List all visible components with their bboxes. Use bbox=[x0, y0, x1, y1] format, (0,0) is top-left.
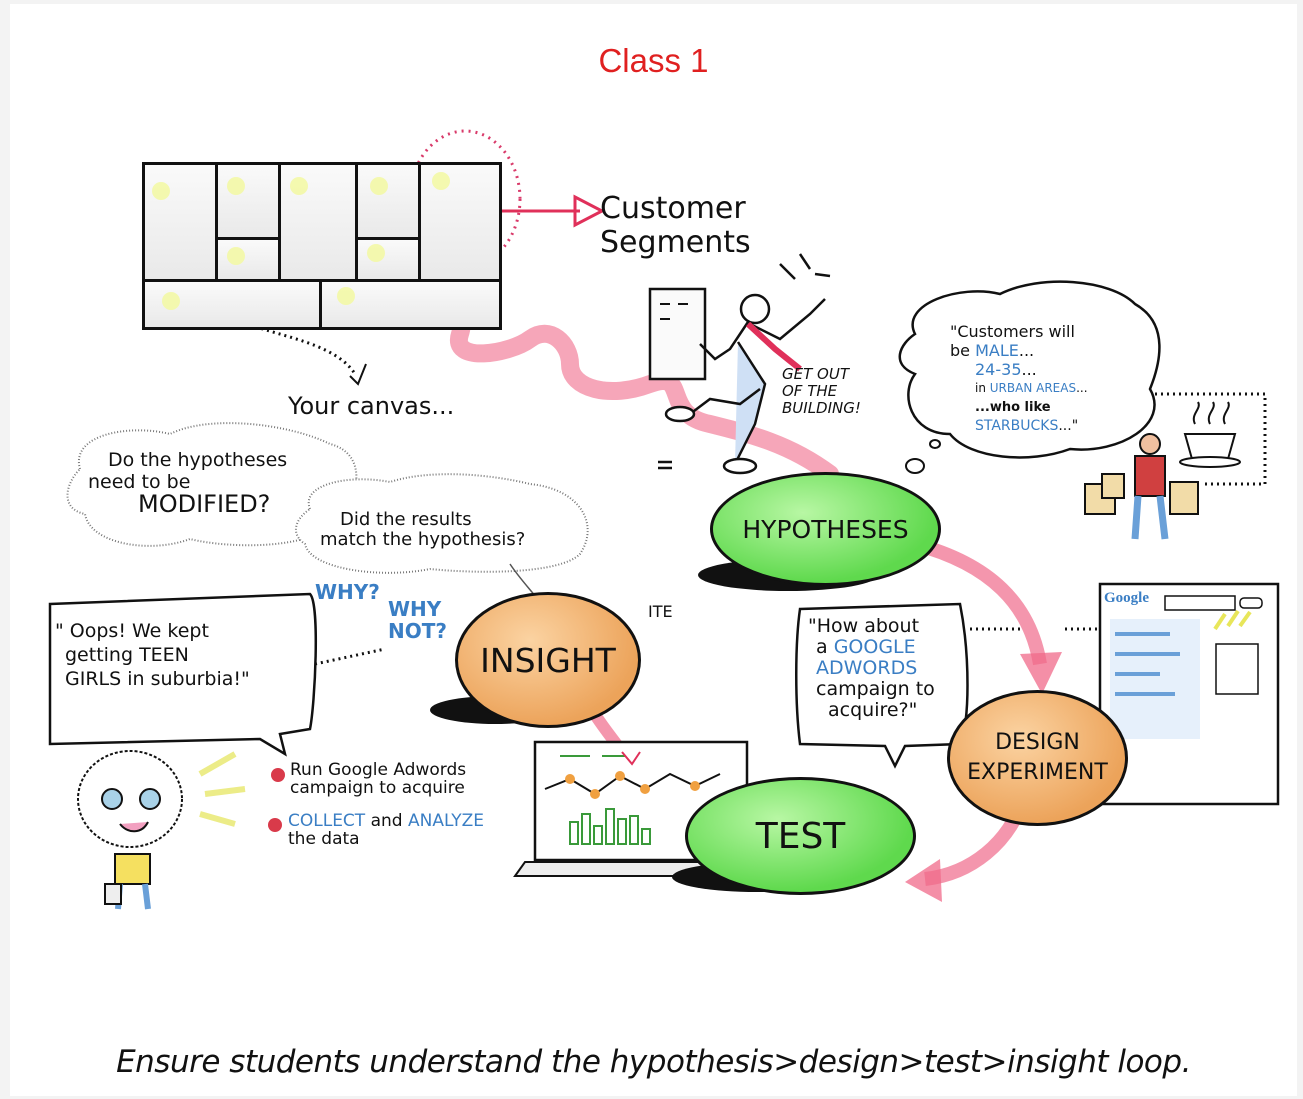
get-out-label: GET OUT OF THE BUILDING! bbox=[782, 365, 861, 417]
running-man-figure bbox=[648, 287, 826, 475]
bubble-modified-outline bbox=[66, 422, 358, 547]
bubble-oops-outline bbox=[48, 592, 318, 757]
google-logo: Google bbox=[1104, 590, 1149, 606]
bullet-2-text: COLLECT and ANALYZE the data bbox=[288, 811, 484, 849]
woman-figure bbox=[77, 750, 183, 910]
bubble-modified-text: Do the hypotheses need to be MODIFIED? bbox=[88, 449, 288, 518]
slide-caption: Ensure students understand the hypothesi… bbox=[116, 1044, 1191, 1080]
why-label: WHY? bbox=[315, 580, 380, 604]
why-not-label: WHY NOT? bbox=[388, 597, 447, 643]
arrow-hypotheses-to-design bbox=[913, 537, 1047, 666]
doodle-layer bbox=[48, 129, 1280, 910]
bubble-google-text: "How about a GOOGLE ADWORDS campaign to … bbox=[808, 615, 935, 721]
node-design-experiment: DESIGN EXPERIMENT bbox=[947, 690, 1128, 826]
bubble-oops-text: " Oops! We kept getting TEEN GIRLS in su… bbox=[55, 620, 250, 690]
pink-squiggle-arrow bbox=[371, 291, 839, 483]
node-test: TEST bbox=[685, 777, 916, 895]
bubble-customers-outline bbox=[898, 280, 1161, 459]
customers-quote: "Customers will be MALE... 24-35... in U… bbox=[950, 322, 1088, 434]
bubble-google-outline bbox=[795, 602, 969, 769]
slide-title: Class 1 bbox=[598, 42, 709, 79]
coffee-cup-icon bbox=[1179, 401, 1241, 468]
customer-figure bbox=[1084, 433, 1199, 540]
stray-label: ITE bbox=[648, 602, 673, 621]
bubble-results-text: Did the results match the hypothesis? bbox=[320, 509, 526, 550]
bubble-results-outline bbox=[295, 473, 589, 574]
slide: Class 1 bbox=[10, 4, 1297, 1096]
customer-segments-label: Customer Segments bbox=[600, 191, 751, 260]
node-insight: INSIGHT bbox=[455, 592, 641, 728]
canvas-label: Your canvas... bbox=[288, 392, 455, 420]
bullet-dot-1 bbox=[271, 768, 285, 782]
node-hypotheses: HYPOTHESES bbox=[710, 472, 941, 586]
bullet-dot-2 bbox=[268, 818, 282, 832]
business-model-canvas bbox=[142, 162, 502, 330]
bullet-1-text: Run Google Adwords campaign to acquire bbox=[290, 760, 467, 798]
